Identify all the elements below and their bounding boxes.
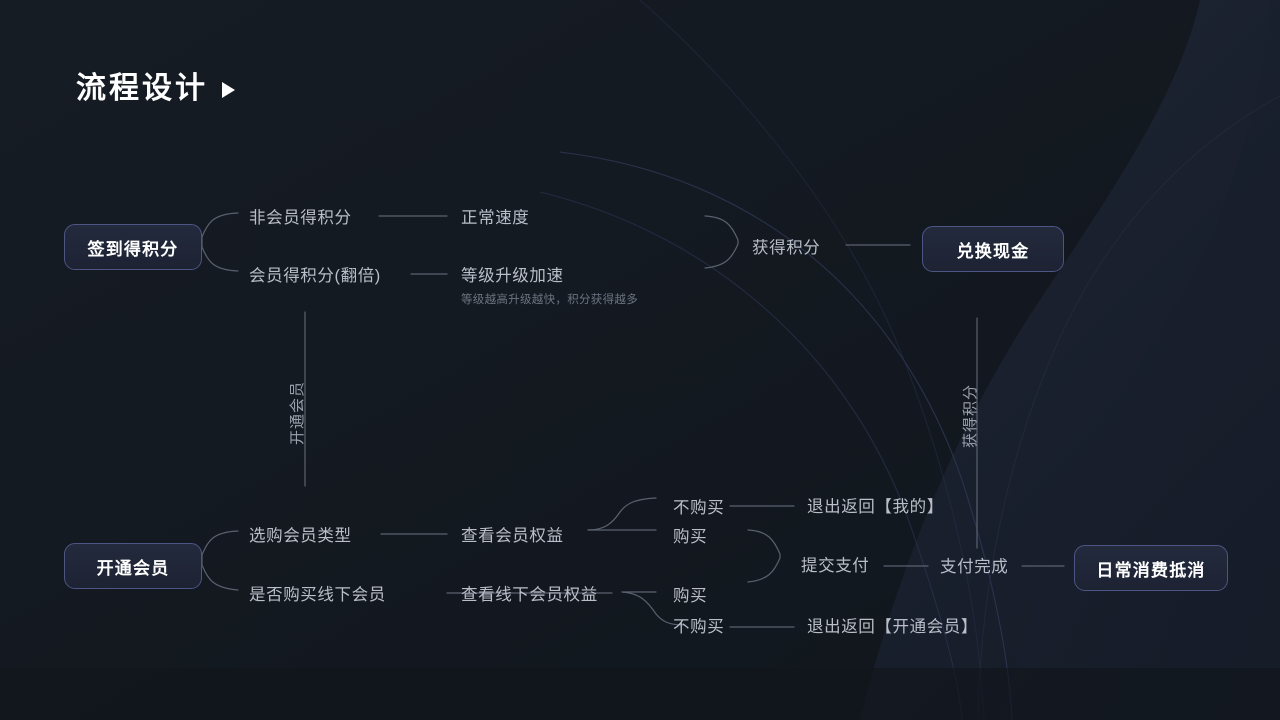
play-triangle-icon — [222, 82, 235, 98]
label-exit-to-open-membership: 退出返回【开通会员】 — [807, 618, 978, 636]
label-level-speedup: 等级升级加速 — [461, 267, 564, 285]
label-view-offline-rights: 查看线下会员权益 — [461, 586, 598, 604]
label-payment-complete: 支付完成 — [940, 558, 1009, 576]
label-normal-speed: 正常速度 — [461, 209, 530, 227]
label-choose-member-type: 选购会员类型 — [249, 527, 352, 545]
node-signin-get-points[interactable]: 签到得积分 — [64, 224, 202, 270]
node-open-membership[interactable]: 开通会员 — [64, 543, 202, 589]
node-daily-consumption-offset[interactable]: 日常消费抵消 — [1074, 545, 1228, 591]
label-not-buy-upper: 不购买 — [673, 499, 725, 517]
label-level-speedup-detail: 等级越高升级越快，积分获得越多 — [461, 294, 638, 306]
label-offline-member-question: 是否购买线下会员 — [249, 586, 386, 604]
label-vertical-open-membership: 开通会员 — [289, 380, 306, 445]
label-exit-to-mine: 退出返回【我的】 — [807, 498, 944, 516]
page-title: 流程设计 — [76, 74, 235, 104]
label-member-points-double: 会员得积分(翻倍) — [249, 267, 381, 285]
label-nonmember-points: 非会员得积分 — [249, 209, 352, 227]
label-view-member-rights: 查看会员权益 — [461, 527, 564, 545]
label-not-buy-lower: 不购买 — [673, 618, 725, 636]
label-vertical-earn-points: 获得积分 — [962, 383, 979, 448]
label-submit-payment: 提交支付 — [801, 557, 870, 575]
node-exchange-cash[interactable]: 兑换现金 — [922, 226, 1064, 272]
label-buy-lower: 购买 — [673, 587, 708, 605]
label-earn-points-top: 获得积分 — [752, 239, 821, 257]
page-title-text: 流程设计 — [76, 72, 208, 105]
label-buy-upper: 购买 — [673, 528, 708, 546]
